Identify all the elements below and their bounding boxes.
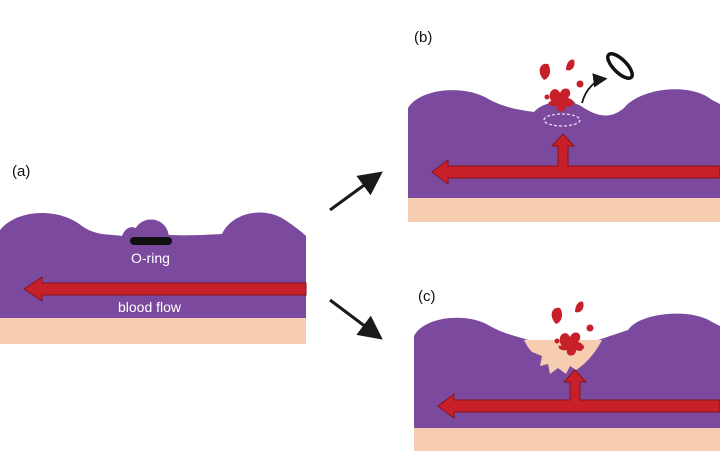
skin-layer-a <box>0 318 306 344</box>
panel-b-label: (b) <box>414 29 433 46</box>
blood-flow-arrow-c <box>437 369 720 419</box>
detached-ring-outline <box>543 113 581 127</box>
ring-removal-arrow <box>581 73 608 104</box>
nodule <box>133 219 169 239</box>
blood-flow-label: blood flow <box>118 299 182 315</box>
blood-flow-arrow-a <box>23 276 307 302</box>
blood-splash-b <box>539 59 584 112</box>
panel-b <box>408 52 720 222</box>
arrow-to-panel-c <box>329 298 383 340</box>
arrow-to-panel-b <box>329 171 383 212</box>
o-ring-removed <box>606 52 634 80</box>
panel-c <box>414 301 720 451</box>
skin-layer-b <box>408 198 720 222</box>
skin-layer-c <box>414 428 720 451</box>
panel-a-label: (a) <box>12 163 31 180</box>
panel-a <box>0 212 307 344</box>
blood-splash-c <box>551 301 594 356</box>
o-ring-label: O-ring <box>131 250 170 266</box>
panel-c-label: (c) <box>418 288 436 305</box>
o-ring <box>130 237 172 245</box>
blood-flow-arrow-b <box>431 133 720 185</box>
